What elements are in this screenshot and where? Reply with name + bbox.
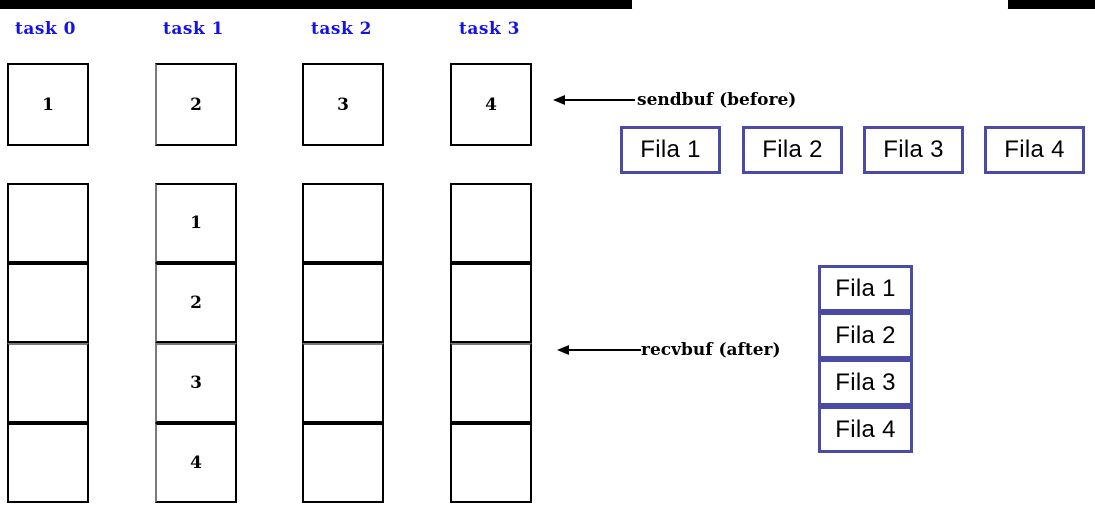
fila-row-box-2: Fila 2 bbox=[742, 126, 843, 174]
recvbuf-cell-task0-row1 bbox=[7, 263, 89, 343]
recvbuf-cell-task3-row3 bbox=[450, 423, 532, 503]
sendbuf-arrow-icon bbox=[553, 94, 635, 106]
sendbuf-label: sendbuf (before) bbox=[637, 90, 797, 110]
recvbuf-cell-task2-row1 bbox=[302, 263, 384, 343]
fila-row-box-4: Fila 4 bbox=[984, 126, 1085, 174]
sendbuf-cell-task3: 4 bbox=[450, 63, 532, 146]
top-black-bar bbox=[0, 0, 1095, 9]
recvbuf-cell-task2-row3 bbox=[302, 423, 384, 503]
fila-row-box-1: Fila 1 bbox=[620, 126, 721, 174]
task-label-2: task 2 bbox=[311, 19, 372, 39]
sendbuf-cell-task2: 3 bbox=[302, 63, 384, 146]
task-label-3: task 3 bbox=[459, 19, 520, 39]
sendbuf-cell-task1: 2 bbox=[155, 63, 237, 146]
recvbuf-cell-task0-row2 bbox=[7, 343, 89, 423]
sendbuf-cell-task0: 1 bbox=[7, 63, 89, 146]
task-label-0: task 0 bbox=[15, 19, 76, 39]
recvbuf-cell-task0-row0 bbox=[7, 183, 89, 263]
fila-stack-box-2: Fila 2 bbox=[818, 312, 913, 359]
white-overlay-patch bbox=[632, 0, 1008, 22]
task-label-1: task 1 bbox=[163, 19, 224, 39]
recvbuf-cell-task3-row1 bbox=[450, 263, 532, 343]
recvbuf-cell-task2-row2 bbox=[302, 343, 384, 423]
recvbuf-cell-task1-row0: 1 bbox=[155, 183, 237, 263]
recvbuf-cell-task3-row2 bbox=[450, 343, 532, 423]
recvbuf-cell-task0-row3 bbox=[7, 423, 89, 503]
recvbuf-cell-task1-row1: 2 bbox=[155, 263, 237, 343]
recvbuf-cell-task3-row0 bbox=[450, 183, 532, 263]
recvbuf-label: recvbuf (after) bbox=[641, 340, 781, 360]
recvbuf-cell-task2-row0 bbox=[302, 183, 384, 263]
recvbuf-cell-task1-row2: 3 bbox=[155, 343, 237, 423]
recvbuf-cell-task1-row3: 4 bbox=[155, 423, 237, 503]
recvbuf-arrow-icon bbox=[557, 344, 641, 356]
fila-stack-box-3: Fila 3 bbox=[818, 359, 913, 406]
fila-row-box-3: Fila 3 bbox=[863, 126, 964, 174]
fila-stack-box-4: Fila 4 bbox=[818, 406, 913, 453]
fila-stack-box-1: Fila 1 bbox=[818, 265, 913, 312]
